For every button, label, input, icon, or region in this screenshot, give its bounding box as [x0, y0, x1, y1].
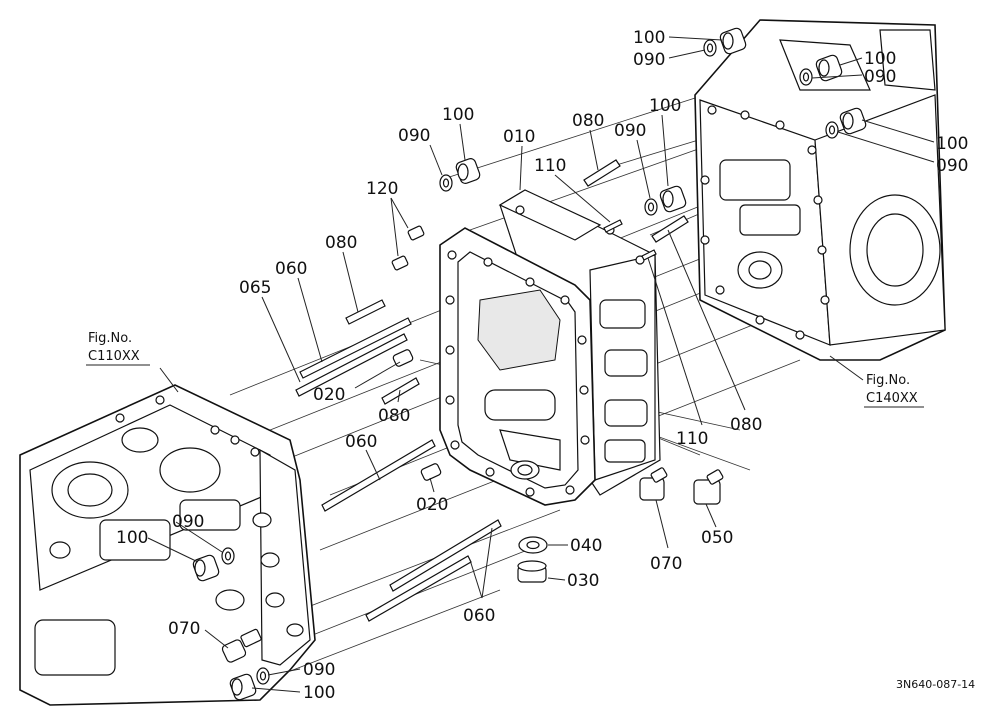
studs-and-bolts [295, 159, 689, 622]
callout-label: 100 [303, 683, 335, 703]
callout-label: 070 [650, 554, 682, 574]
reference-line1: Fig.No. [866, 373, 910, 388]
callout-label: 100 [442, 105, 474, 125]
callout-label: 070 [168, 619, 200, 639]
left-transmission-case [19, 384, 316, 706]
callout-label: 080 [325, 233, 357, 253]
callout-label: 100 [116, 528, 148, 548]
figure-reference-c140: Fig.No. C140XX [864, 373, 924, 408]
callout-label: 100 [936, 134, 968, 154]
callout-label: 090 [303, 660, 335, 680]
drawing-code: 3N640-087-14 [896, 678, 975, 691]
callout-label: 060 [275, 259, 307, 279]
callout-label: 060 [345, 432, 377, 452]
plugs-and-seals [221, 467, 724, 663]
callout-label: 080 [378, 406, 410, 426]
callout-label: 040 [570, 536, 602, 556]
callout-label: 030 [567, 571, 599, 591]
callout-label: 080 [572, 111, 604, 131]
callout-label: 100 [633, 28, 665, 48]
callout-label: 090 [398, 126, 430, 146]
reference-line2: C140XX [866, 391, 918, 406]
callout-label: 090 [633, 50, 665, 70]
reference-line2: C110XX [88, 349, 140, 364]
callout-label: 100 [649, 96, 681, 116]
leader-lines [147, 36, 935, 693]
callout-label: 060 [463, 606, 495, 626]
callout-label: 065 [239, 278, 271, 298]
callout-label: 050 [701, 528, 733, 548]
bushings-and-washers [192, 27, 867, 701]
callout-labels: 100 090 100 090 100 090 100 090 010 080 … [116, 28, 968, 703]
callout-label: 100 [864, 49, 896, 69]
callout-label: 010 [503, 127, 535, 147]
callout-label: 090 [614, 121, 646, 141]
callout-label: 090 [864, 67, 896, 87]
center-case-010 [439, 189, 661, 506]
reference-line1: Fig.No. [88, 331, 132, 346]
callout-label: 020 [416, 495, 448, 515]
callout-label: 020 [313, 385, 345, 405]
callout-label: 110 [676, 429, 708, 449]
callout-label: 120 [366, 179, 398, 199]
callout-label: 080 [730, 415, 762, 435]
callout-label: 090 [936, 156, 968, 176]
figure-reference-c110: Fig.No. C110XX [86, 331, 150, 366]
callout-label: 110 [534, 156, 566, 176]
callout-label: 090 [172, 512, 204, 532]
